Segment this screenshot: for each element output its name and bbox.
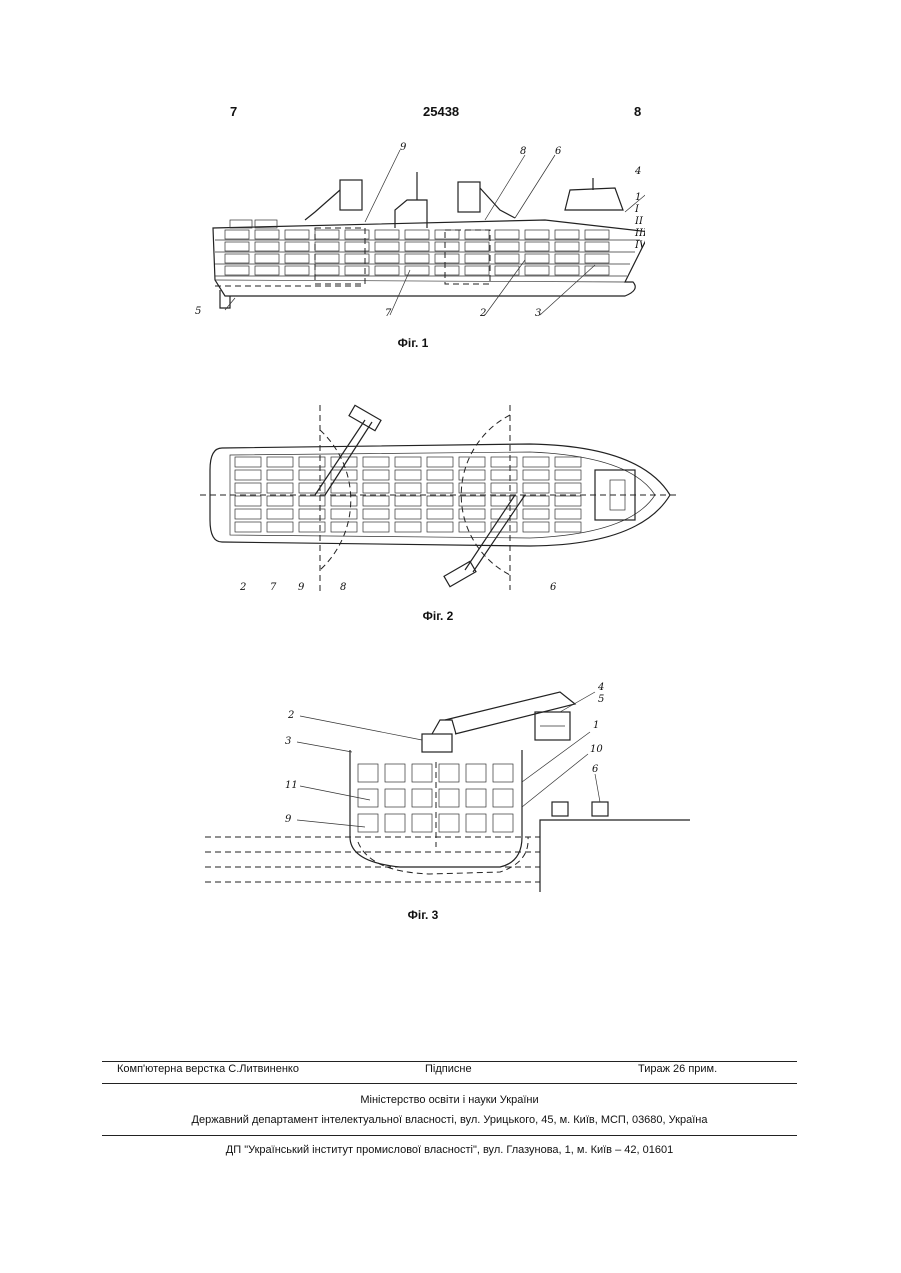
fig2-label-8: 8 bbox=[340, 582, 346, 593]
page-number-left: 7 bbox=[230, 104, 237, 119]
fig1-label-I: I bbox=[634, 204, 640, 215]
fig2-label-9: 9 bbox=[298, 582, 305, 593]
footer-signed: Підписне bbox=[425, 1063, 472, 1075]
fig2-label-6: 6 bbox=[550, 582, 557, 593]
figure-3-caption: Фіг. 3 bbox=[383, 908, 463, 922]
footer-circulation: Тираж 26 прим. bbox=[638, 1063, 717, 1075]
fig1-label-7: 7 bbox=[385, 308, 392, 319]
fig1-label-9: 9 bbox=[400, 142, 407, 153]
footer-ministry: Міністерство освіти і науки України bbox=[102, 1094, 797, 1106]
figure-2-caption: Фіг. 2 bbox=[398, 609, 478, 623]
fig1-label-8: 8 bbox=[520, 146, 526, 157]
fig3-label-4: 4 bbox=[597, 682, 604, 693]
footer-typesetting: Комп'ютерна верстка С.Литвиненко bbox=[117, 1063, 299, 1075]
fig1-label-IV: IV bbox=[634, 240, 645, 251]
fig2-label-7: 7 bbox=[270, 582, 277, 593]
footer-department: Державний департамент інтелектуальної вл… bbox=[102, 1114, 797, 1126]
fig3-label-11: 11 bbox=[285, 780, 298, 791]
figure-1-side-view: 9 8 6 4 1 I II III IV 5 7 2 3 bbox=[195, 140, 645, 325]
figure-2-plan-view: 2 7 9 8 6 bbox=[200, 400, 690, 600]
fig1-label-1: 1 bbox=[635, 192, 641, 203]
fig1-label-3: 3 bbox=[535, 308, 541, 319]
fig3-label-3: 3 bbox=[285, 736, 291, 747]
page-number-right: 8 bbox=[634, 104, 641, 119]
patent-number: 25438 bbox=[423, 104, 459, 119]
fig1-label-III: III bbox=[634, 228, 645, 239]
fig1-label-6: 6 bbox=[555, 146, 562, 157]
fig1-label-5: 5 bbox=[195, 306, 201, 317]
fig3-label-5: 5 bbox=[598, 694, 604, 705]
fig1-label-II: II bbox=[634, 216, 644, 227]
fig1-label-2: 2 bbox=[479, 308, 486, 319]
footer-institute: ДП "Український інститут промислової вла… bbox=[102, 1144, 797, 1156]
fig3-label-10: 10 bbox=[590, 744, 603, 755]
fig3-label-1: 1 bbox=[593, 720, 599, 731]
footer-rule-bottom bbox=[102, 1135, 797, 1136]
figure-1-caption: Фіг. 1 bbox=[373, 336, 453, 350]
footer-rule-middle bbox=[102, 1083, 797, 1084]
fig3-label-6: 6 bbox=[592, 764, 599, 775]
fig2-label-2: 2 bbox=[239, 582, 246, 593]
figure-3-cross-section: 2 3 11 9 4 5 1 10 6 bbox=[200, 672, 690, 902]
fig1-label-4: 4 bbox=[634, 166, 641, 177]
footer-rule-top bbox=[102, 1061, 797, 1062]
fig3-label-9: 9 bbox=[285, 814, 292, 825]
fig3-label-2: 2 bbox=[287, 710, 294, 721]
